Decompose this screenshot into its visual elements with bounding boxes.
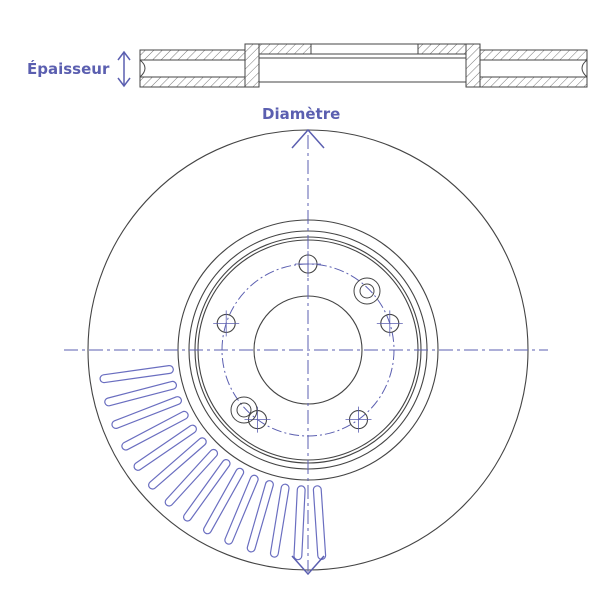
threaded-hole: [236, 402, 252, 418]
vent-slot-inner: [149, 438, 206, 489]
center-lines: [64, 135, 548, 572]
vent-slots: [99, 365, 327, 561]
vent-slot-inner: [165, 450, 217, 506]
hat-top-right: [417, 43, 467, 55]
vent-slot-inner: [105, 381, 176, 406]
thickness-arrow: [117, 50, 131, 88]
right-ring-bottom-plate: [479, 76, 588, 88]
hat-top-left: [258, 43, 312, 55]
vent-slot-inner: [184, 460, 230, 521]
diameter-arrow: [291, 128, 325, 576]
diameter-label: Diamètre: [262, 105, 341, 123]
threaded-hole: [353, 277, 381, 305]
left-ring-bottom-plate: [139, 76, 246, 88]
thickness-label: Épaisseur: [27, 60, 110, 78]
hat-right-wall: [465, 43, 481, 88]
vent-slot-inner: [134, 425, 196, 470]
threaded-hole: [230, 396, 258, 424]
right-ring-top-plate: [479, 49, 588, 61]
left-vent-gap: [139, 59, 146, 78]
vent-slot-inner: [122, 411, 188, 450]
vent-slot-inner: [100, 366, 173, 383]
vent-slot-inner: [313, 486, 326, 559]
vent-slot-inner: [247, 481, 273, 552]
disc-cross-section: [139, 43, 588, 88]
left-ring-top-plate: [139, 49, 246, 61]
threaded-hole: [359, 283, 375, 299]
cross-section-outline: [139, 43, 588, 83]
vent-slot-inner: [294, 486, 305, 560]
vent-slot-inner: [112, 397, 181, 428]
right-vent-gap: [581, 59, 588, 78]
vent-slot-inner: [204, 468, 243, 534]
hat-left-wall: [244, 43, 260, 88]
bolt-holes: [213, 251, 403, 433]
vent-slot-inner: [225, 475, 258, 544]
vent-slot-inner: [271, 484, 289, 557]
